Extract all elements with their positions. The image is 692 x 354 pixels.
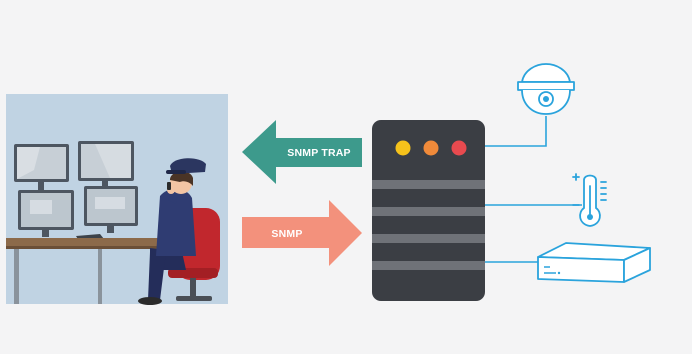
network-recorder-icon: [537, 242, 651, 283]
status-led-yellow: [395, 140, 411, 156]
server-icon: [372, 120, 485, 301]
thermometer-icon: [572, 173, 607, 227]
snmp-trap-arrow: SNMP TRAP: [242, 120, 362, 184]
operator-person-icon: [138, 158, 206, 305]
monitor-icon: [84, 186, 138, 233]
snmp-trap-label: SNMP TRAP: [287, 147, 350, 159]
dome-camera-icon: [517, 63, 575, 115]
security-operator-illustration: [6, 94, 228, 305]
status-led-red: [451, 140, 467, 156]
device-connections: [484, 116, 582, 263]
camera-connection-line: [484, 116, 547, 147]
monitor-icon: [18, 190, 74, 237]
monitor-icon: [78, 141, 134, 189]
snmp-label: SNMP: [271, 228, 302, 240]
monitor-icon: [14, 144, 69, 190]
snmp-arrow: SNMP: [242, 200, 362, 266]
status-led-orange: [423, 140, 439, 156]
